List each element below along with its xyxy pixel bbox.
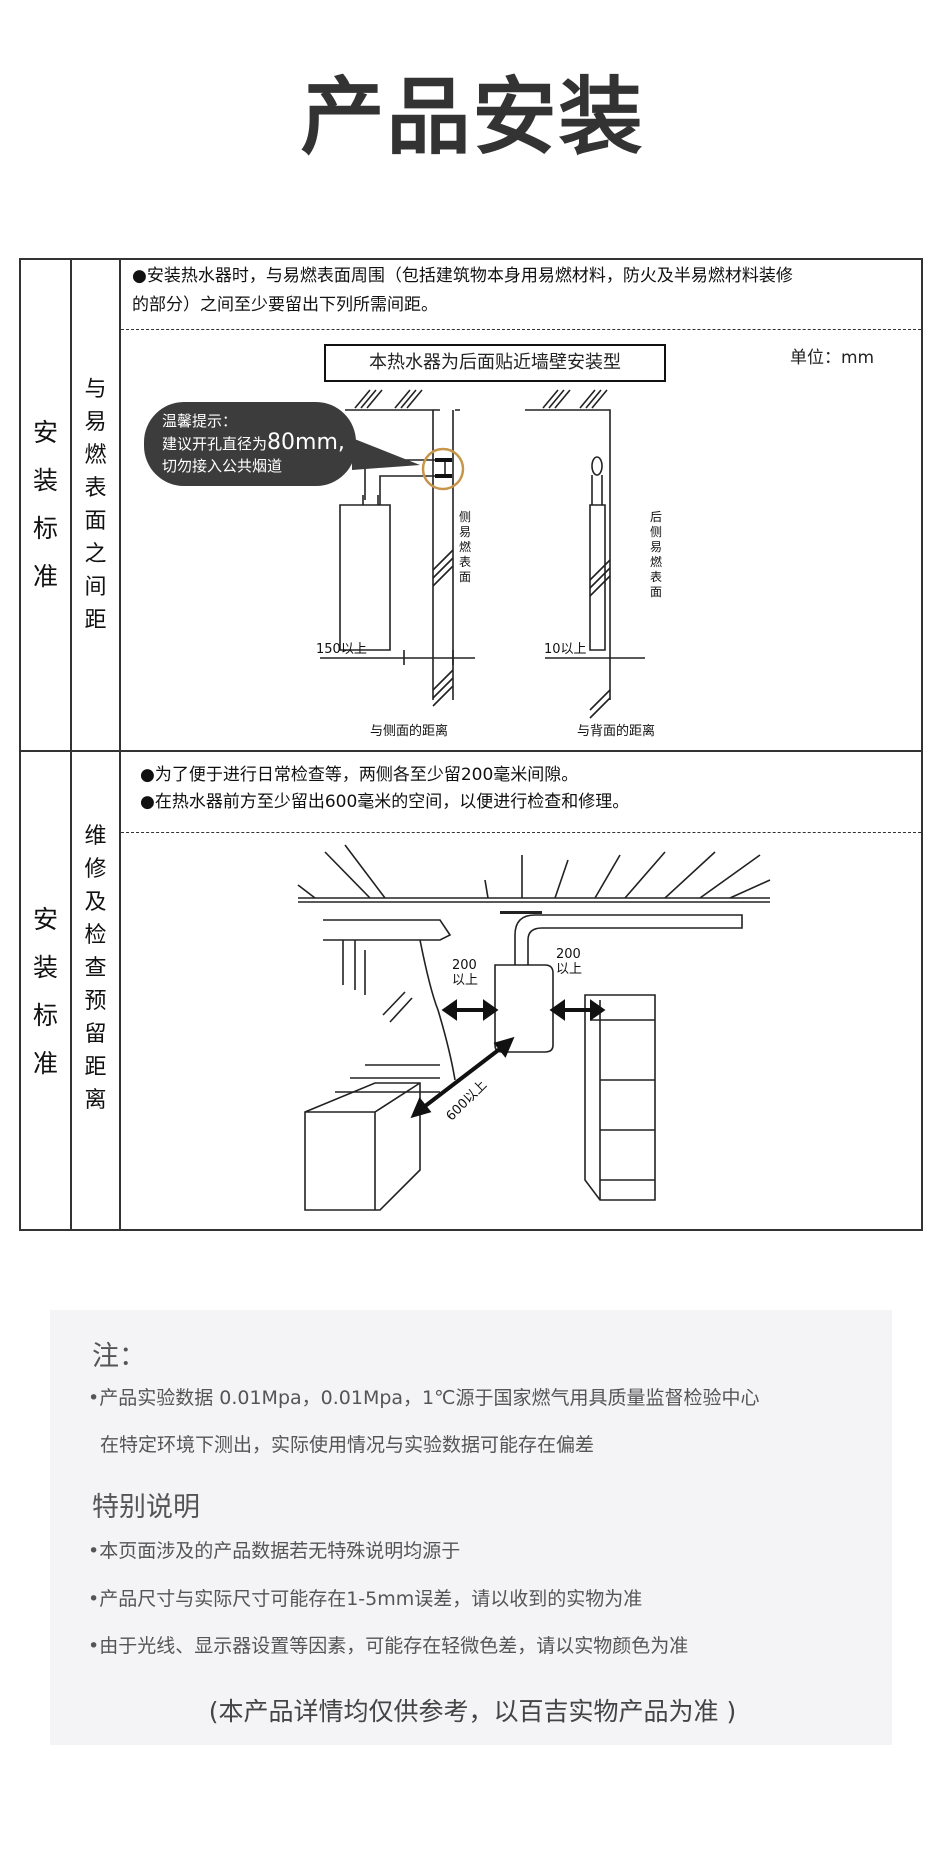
tip-title: 温馨提示： (162, 412, 238, 430)
highlight-circle (421, 447, 465, 491)
subcategory-char: 离 (84, 1088, 107, 1113)
category-char: 安 (32, 905, 58, 934)
label-char: 易 (458, 525, 471, 539)
category-char: 准 (32, 1049, 58, 1078)
notes-line1: •产品实验数据 0.01Mpa，0.01Mpa，1℃源于国家燃气用具质量监督检验… (88, 1387, 760, 1409)
label-char: 表 (458, 555, 471, 569)
subcategory-char: 及 (84, 890, 107, 915)
subcategory-char: 间 (84, 575, 107, 600)
special-heading: 特别说明 (92, 1492, 200, 1523)
subcategory-char: 查 (84, 956, 107, 981)
gap-value: 200 (556, 947, 581, 962)
tip-warning: 切勿接入公共烟道 (162, 457, 283, 475)
side-distance-label: 150以上 (316, 642, 367, 657)
gap-unit: 以上 (556, 962, 583, 977)
side-caption: 与侧面的距离 (370, 724, 449, 739)
dashed-divider (121, 329, 921, 330)
gap-unit: 以上 (452, 973, 479, 988)
notes-line2: 在特定环境下测出，实际使用情况与实验数据可能存在偏差 (100, 1434, 595, 1456)
category-char: 装 (32, 953, 58, 982)
section2-note-line1: ●为了便于进行日常检查等，两侧各至少留200毫米间隙。 (140, 765, 579, 785)
subcategory-char: 表 (84, 476, 107, 501)
label-char: 侧 (458, 510, 471, 524)
label-char: 燃 (649, 555, 662, 569)
section2-subcategory: 维 修 及 检 查 预 留 距 离 (72, 820, 119, 1120)
section1-note-line1: ●安装热水器时，与易燃表面周围（包括建筑物本身用易燃材料，防火及半易燃材料装修 (132, 266, 793, 286)
left-gap-label: 200 以上 (452, 958, 478, 988)
bubble-pointer (352, 438, 420, 470)
subcategory-char: 预 (84, 989, 107, 1014)
section1-category: 安 装 标 准 (21, 260, 70, 750)
column-divider (119, 260, 121, 1229)
section2-note-line2: ●在热水器前方至少留出600毫米的空间，以便进行检查和修理。 (140, 792, 630, 812)
disclaimer: (本产品详情均仅供参考，以百吉实物产品为准 ) (208, 1697, 737, 1726)
back-caption: 与背面的距离 (577, 724, 656, 739)
subcategory-char: 距 (84, 608, 107, 633)
subcategory-char: 燃 (84, 443, 107, 468)
section1-note-line2: 的部分）之间至少要留出下列所需间距。 (132, 295, 438, 315)
label-char: 后 (649, 510, 662, 524)
tip-bubble: 温馨提示： 建议开孔直径为80mm, 切勿接入公共烟道 (144, 402, 356, 486)
subcategory-char: 修 (84, 857, 107, 882)
clearance-arrows (410, 999, 606, 1119)
subcategory-char: 面 (84, 509, 107, 534)
subcategory-char: 距 (84, 1055, 107, 1080)
section2-category: 安 装 标 准 (21, 752, 70, 1232)
notes-heading: 注： (92, 1341, 146, 1372)
label-char: 易 (649, 540, 662, 554)
label-char: 表 (649, 570, 662, 584)
section1-subcategory: 与 易 燃 表 面 之 间 距 (72, 260, 119, 750)
subcategory-char: 维 (84, 824, 107, 849)
column-divider (70, 260, 72, 1229)
category-char: 标 (32, 1001, 58, 1030)
special-item: •本页面涉及的产品数据若无特殊说明均源于 (88, 1540, 461, 1562)
right-gap-label: 200 以上 (556, 947, 582, 977)
category-char: 标 (32, 514, 58, 543)
label-char: 侧 (649, 525, 662, 539)
maintenance-drawing (297, 844, 771, 1211)
subcategory-char: 与 (84, 377, 107, 402)
label-char: 燃 (458, 540, 471, 554)
subcategory-char: 检 (84, 923, 107, 948)
unit-label: 单位：mm (790, 348, 875, 368)
subcategory-char: 留 (84, 1022, 107, 1047)
hole-diameter: 80mm, (267, 430, 345, 455)
back-surface-label: 后 侧 易 燃 表 面 (649, 510, 663, 600)
label-char: 面 (649, 585, 662, 599)
page-title: 产品安装 (300, 68, 645, 166)
back-clearance-drawing (525, 389, 645, 719)
back-distance-label: 10以上 (544, 642, 587, 657)
category-char: 安 (32, 418, 58, 447)
install-type-label: 本热水器为后面贴近墙壁安装型 (324, 344, 666, 382)
subcategory-char: 之 (84, 542, 107, 567)
side-clearance-drawing (320, 389, 475, 707)
notes-panel (50, 1310, 892, 1745)
installation-table: 安 装 标 准 与 易 燃 表 面 之 间 距 安 装 标 准 维 修 及 检 … (19, 258, 923, 1231)
subcategory-char: 易 (84, 410, 107, 435)
special-item: •由于光线、显示器设置等因素，可能存在轻微色差，请以实物颜色为准 (88, 1635, 689, 1657)
dashed-divider (121, 832, 921, 833)
tip-text: 建议开孔直径为 (162, 435, 268, 453)
category-char: 装 (32, 466, 58, 495)
gap-value: 200 (452, 958, 477, 973)
category-char: 准 (32, 562, 58, 591)
side-surface-label: 侧 易 燃 表 面 (458, 510, 472, 585)
wall-seal-marks (435, 458, 452, 478)
row-divider (21, 750, 921, 752)
special-item: •产品尺寸与实际尺寸可能存在1-5mm误差，请以收到的实物为准 (88, 1588, 643, 1610)
label-char: 面 (458, 570, 471, 584)
